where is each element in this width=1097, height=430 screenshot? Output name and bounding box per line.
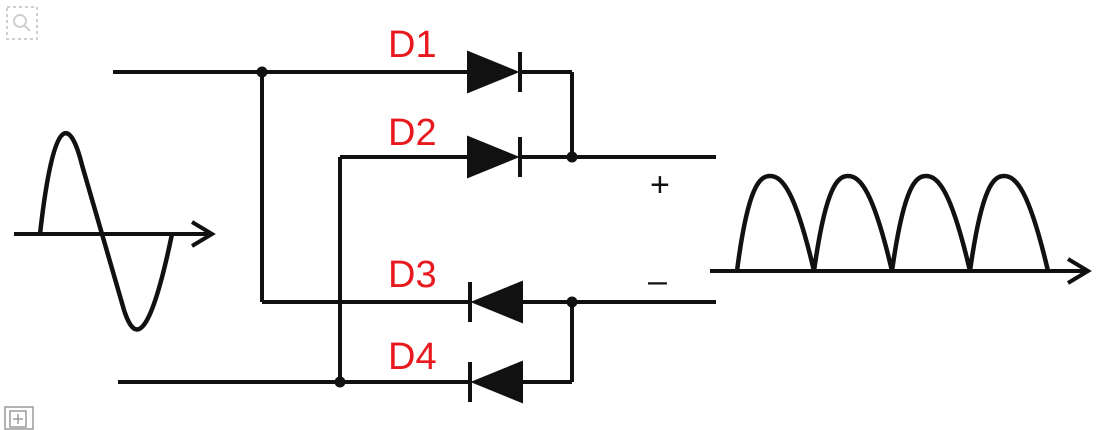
diode-d3-symbol	[468, 280, 523, 324]
diode-d4-symbol	[468, 360, 523, 404]
diode-label-d1: D1	[388, 24, 437, 66]
junction-dot	[256, 66, 268, 78]
positive-terminal-label: +	[650, 166, 670, 204]
junction-dot	[566, 296, 578, 308]
dc-output-waveform	[734, 173, 1051, 272]
diode-label-d3: D3	[388, 254, 437, 296]
ac-input-waveform	[37, 131, 175, 332]
diode-label-d4: D4	[388, 336, 437, 378]
expand-icon[interactable]	[4, 406, 34, 430]
diode-label-d2: D2	[388, 112, 437, 154]
zoom-icon[interactable]	[6, 6, 38, 40]
junction-dot	[566, 151, 578, 163]
negative-terminal-label: –	[648, 262, 667, 300]
diode-d2-symbol	[467, 135, 522, 179]
diode-d1-symbol	[467, 50, 522, 94]
junction-dot	[334, 376, 346, 388]
